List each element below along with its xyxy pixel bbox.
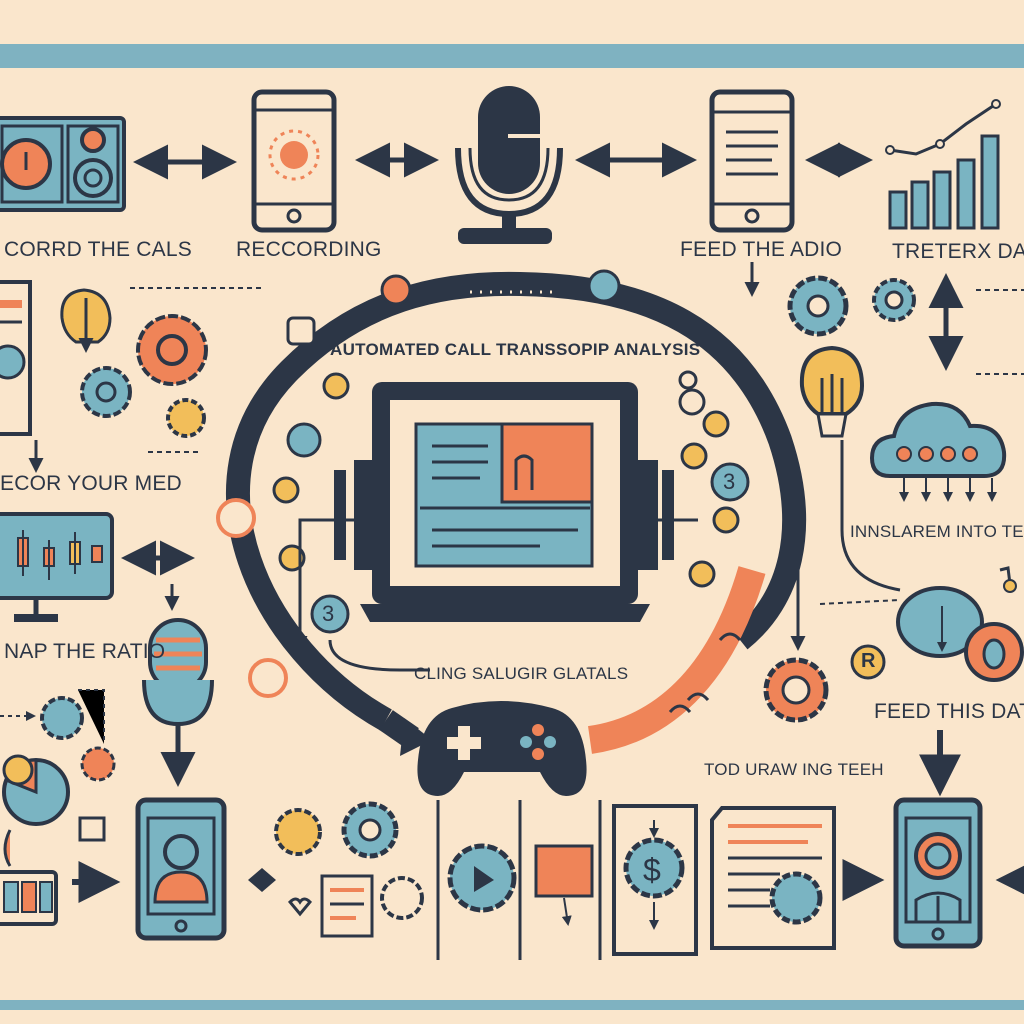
gear-icon: [380, 876, 424, 920]
top-band: [0, 44, 1024, 68]
lightbulb-icon: [60, 288, 112, 353]
loop-badge: [678, 370, 698, 390]
connector: [292, 518, 372, 651]
label-feed-data: FEED THIS DATA: [874, 700, 1024, 723]
label-translate-text: INNSLAREM INTO TEX: [850, 522, 1024, 541]
step-badge-left-text: 3: [322, 601, 335, 626]
loop-arrow-head: [400, 718, 432, 756]
label-drawing: TOD URAW ING TEEH: [704, 760, 884, 779]
card-icon: [534, 844, 594, 898]
loop-badge: [286, 316, 316, 346]
play-icon: [474, 866, 494, 892]
loop-badge: [688, 560, 716, 588]
speech-bubble-icon: [850, 586, 1024, 682]
label-map-ratio: NAP THE RATIO: [4, 640, 166, 663]
heart-icon: [287, 897, 313, 917]
document-phone-icon: [709, 89, 795, 233]
headphones-laptop-icon: [334, 382, 674, 622]
dollar-gear-icon: [612, 804, 698, 956]
music-note-icon: [999, 566, 1012, 585]
label-calling: CLING SALUGIR GLATALS: [414, 664, 629, 683]
note-icon: [78, 816, 106, 842]
gear-icon-core: [806, 294, 830, 318]
loop-badge: [712, 506, 740, 534]
avatar-phone-icon: [135, 797, 227, 941]
loop-badge: [587, 269, 621, 303]
loop-badge: [702, 410, 730, 438]
loop-badge: [322, 372, 350, 400]
gear-icon-core: [95, 381, 117, 403]
orange-loop-segment: [587, 566, 766, 754]
label-feed-audio: FEED THE ADIO: [680, 238, 843, 261]
microphone-icon: [142, 618, 214, 787]
loop-badge: [678, 388, 706, 416]
diagram-title: AUTOMATED CALL TRANSSOPIP ANALYSIS: [330, 340, 701, 359]
bottom-band: [0, 1000, 1024, 1010]
loop-badge: [286, 422, 322, 458]
r-badge-text: R: [861, 650, 876, 672]
document-icon: [710, 806, 836, 950]
document-icon: [0, 280, 32, 436]
loop-badge: [680, 442, 708, 470]
loop-badge: [278, 544, 306, 572]
loop-badge: [248, 658, 288, 698]
dollar-badge-text: $: [643, 852, 661, 888]
process-loop: [226, 271, 807, 731]
step-badge-right-text: 3: [723, 469, 736, 494]
label-record-calls: CORRD THE CALS: [4, 238, 192, 261]
gear-icon: [166, 398, 206, 438]
loop-badge: [272, 476, 300, 504]
monitor-icon: [0, 512, 114, 622]
label-extract-data: TRETERX DATA: [892, 240, 1024, 263]
loop-badge: [216, 498, 256, 538]
bird-icon: [718, 632, 742, 642]
label-record-your-med: ECOR YOUR MED: [0, 472, 182, 495]
pie-chart-icon: [2, 754, 70, 826]
gear-icon: [274, 808, 322, 856]
connector: [840, 440, 901, 592]
avatar-phone-icon: [893, 797, 983, 949]
speaker-icon: [0, 116, 126, 212]
bar-chart-icon: [885, 99, 1001, 230]
gear-icon-core: [358, 818, 382, 842]
gamepad-icon: [417, 701, 587, 796]
gear-icon-core: [884, 290, 904, 310]
step-badge-right: [710, 462, 750, 502]
connector: [561, 897, 572, 926]
loop-badge: [380, 274, 412, 306]
music-note-icon: [1003, 579, 1017, 593]
lightbulb-icon: [799, 345, 865, 438]
label-recording: RECCORDING: [236, 238, 382, 261]
gear-icon-core: [781, 675, 811, 705]
bird-icon: [668, 692, 710, 714]
diamond-icon: [248, 868, 276, 892]
gear-icon: [136, 314, 208, 386]
keyboard-icon: [0, 829, 58, 926]
step-badge-left: [310, 594, 350, 634]
cloud-icon: [869, 401, 1007, 502]
gear-icon-core: [156, 334, 188, 366]
gear-icon: [80, 366, 132, 418]
phone-record-icon: [251, 89, 337, 233]
connector: [328, 639, 430, 672]
dashed-line: [78, 689, 105, 744]
microphone-icon: [455, 86, 563, 244]
gear-icon: [40, 696, 116, 782]
dashed-line: [819, 599, 901, 605]
document-icon: [320, 874, 374, 938]
